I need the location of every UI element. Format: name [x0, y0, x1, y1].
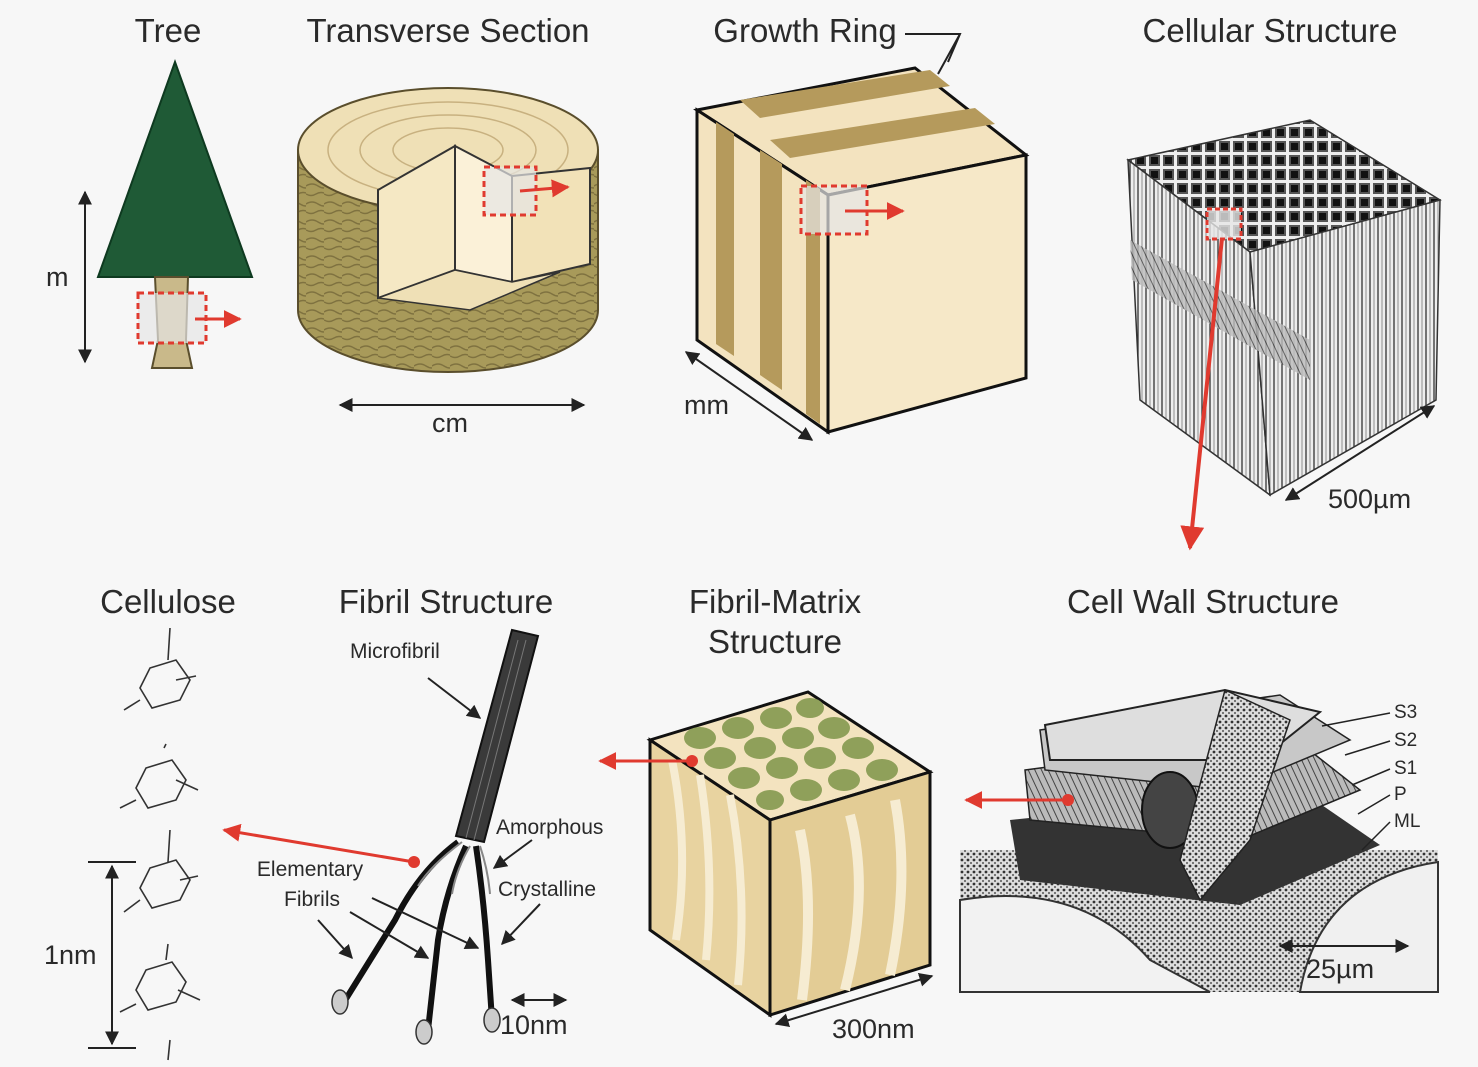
block-ring-band-1 [740, 70, 950, 118]
block-side [826, 153, 1028, 434]
label-layer-ml: ML [1394, 811, 1421, 832]
tree-crown [96, 59, 254, 278]
fm-cube-front-grain [668, 759, 746, 986]
cell-wall-lumen-lower [959, 895, 1211, 993]
cellulose-panel [88, 627, 201, 1061]
block-front-band-1 [716, 122, 734, 356]
title-tree: Tree [134, 12, 202, 49]
elementary-leader-2 [349, 911, 430, 959]
cell-wall-cut-wedge [1179, 688, 1291, 902]
scale-label-fibril-matrix: 300nm [832, 1014, 915, 1044]
cellular-ray [1130, 240, 1310, 380]
cell-wall-lumen-right [1298, 860, 1439, 993]
layer-leader-s2 [1344, 740, 1391, 756]
label-layer-s2: S2 [1394, 730, 1418, 751]
label-elementary-line2: Fibrils [284, 888, 340, 911]
cellulose-chain-backbone [163, 627, 171, 1061]
growth-ring-bracket [905, 33, 962, 75]
label-microfibril: Microfibril [350, 640, 440, 663]
amorphous-strands [417, 841, 491, 895]
fibril-zoom-arrow [222, 823, 415, 864]
label-layer-p: P [1394, 784, 1407, 805]
title-cellulose: Cellulose [100, 583, 236, 620]
crystalline-leader [501, 903, 541, 946]
scale-label-tree: m [46, 262, 69, 292]
scale-label-cellular: 500µm [1328, 484, 1412, 514]
fibril-tip-3 [483, 1007, 501, 1033]
fm-scale-bar [774, 973, 934, 1027]
scale-label-cell-wall: 25µm [1306, 954, 1375, 984]
elementary-fibril-1 [341, 839, 460, 1004]
cellulose-ring-4 [135, 961, 187, 1011]
tree-panel [78, 59, 254, 369]
cell-wall-panel [959, 688, 1439, 993]
layer-leader-s3 [1321, 712, 1391, 727]
cellular-zoom-arrow [1180, 237, 1224, 551]
amorphous-leader [492, 839, 533, 869]
fibril-tip-1 [331, 989, 349, 1015]
fm-zoom-dot [686, 755, 698, 767]
cellulose-ring-3 [139, 859, 191, 909]
title-cell-wall-structure: Cell Wall Structure [1066, 583, 1340, 620]
layer-leader-p [1357, 794, 1391, 815]
elementary-leader-3 [371, 897, 480, 949]
microfibril-striations [465, 639, 527, 841]
cellulose-ring-1 [139, 659, 191, 709]
layer-leader-ml [1361, 821, 1391, 851]
label-layer-s3: S3 [1394, 702, 1418, 723]
scale-label-fibril: 10nm [500, 1010, 568, 1040]
cellular-panel [1126, 119, 1442, 551]
title-fibril-matrix-line1: Fibril-Matrix [688, 583, 862, 620]
title-fibril-structure: Fibril Structure [338, 583, 554, 620]
layer-leader-s1 [1351, 768, 1391, 786]
cellulose-substituents [119, 675, 201, 1013]
growth-zoom-box [799, 184, 869, 236]
title-fibril-matrix-line2: Structure [708, 623, 842, 660]
microfibril-leader [427, 677, 482, 719]
cellular-scale-bar [1284, 405, 1436, 501]
growth-scale-bar [684, 351, 814, 441]
fibril-matrix-panel [598, 690, 934, 1027]
label-crystalline: Crystalline [498, 878, 597, 901]
label-amorphous: Amorphous [496, 816, 604, 839]
growth-ring-panel [684, 33, 1030, 441]
microfibril-rod [454, 628, 540, 844]
elementary-fibril-3 [473, 845, 495, 1021]
elementary-leader-1 [317, 919, 353, 960]
title-cellular-structure: Cellular Structure [1142, 12, 1398, 49]
title-transverse-section: Transverse Section [306, 12, 590, 49]
title-growth-ring: Growth Ring [713, 12, 897, 49]
cellulose-ring-2 [135, 759, 187, 809]
log-cut-floor [377, 269, 561, 311]
block-front-band-2 [760, 150, 782, 390]
elementary-fibril-2 [425, 844, 469, 1031]
scale-label-cellulose: 1nm [44, 940, 97, 970]
fibril-zoom-dot [408, 856, 420, 868]
cell-wall-zoom-dot [1062, 794, 1074, 806]
fm-fibril-circles [684, 698, 898, 810]
scale-label-transverse: cm [432, 408, 468, 438]
fibril-panel [222, 628, 568, 1045]
transverse-zoom-arrow [519, 179, 570, 198]
fibril-tip-2 [415, 1019, 433, 1045]
label-elementary-line1: Elementary [256, 858, 364, 881]
scale-label-growth-ring: mm [684, 390, 729, 420]
cellular-zoom-box [1205, 207, 1243, 241]
label-layer-s1: S1 [1394, 758, 1418, 779]
block-ring-band-2 [770, 108, 995, 158]
transverse-panel [297, 87, 599, 412]
